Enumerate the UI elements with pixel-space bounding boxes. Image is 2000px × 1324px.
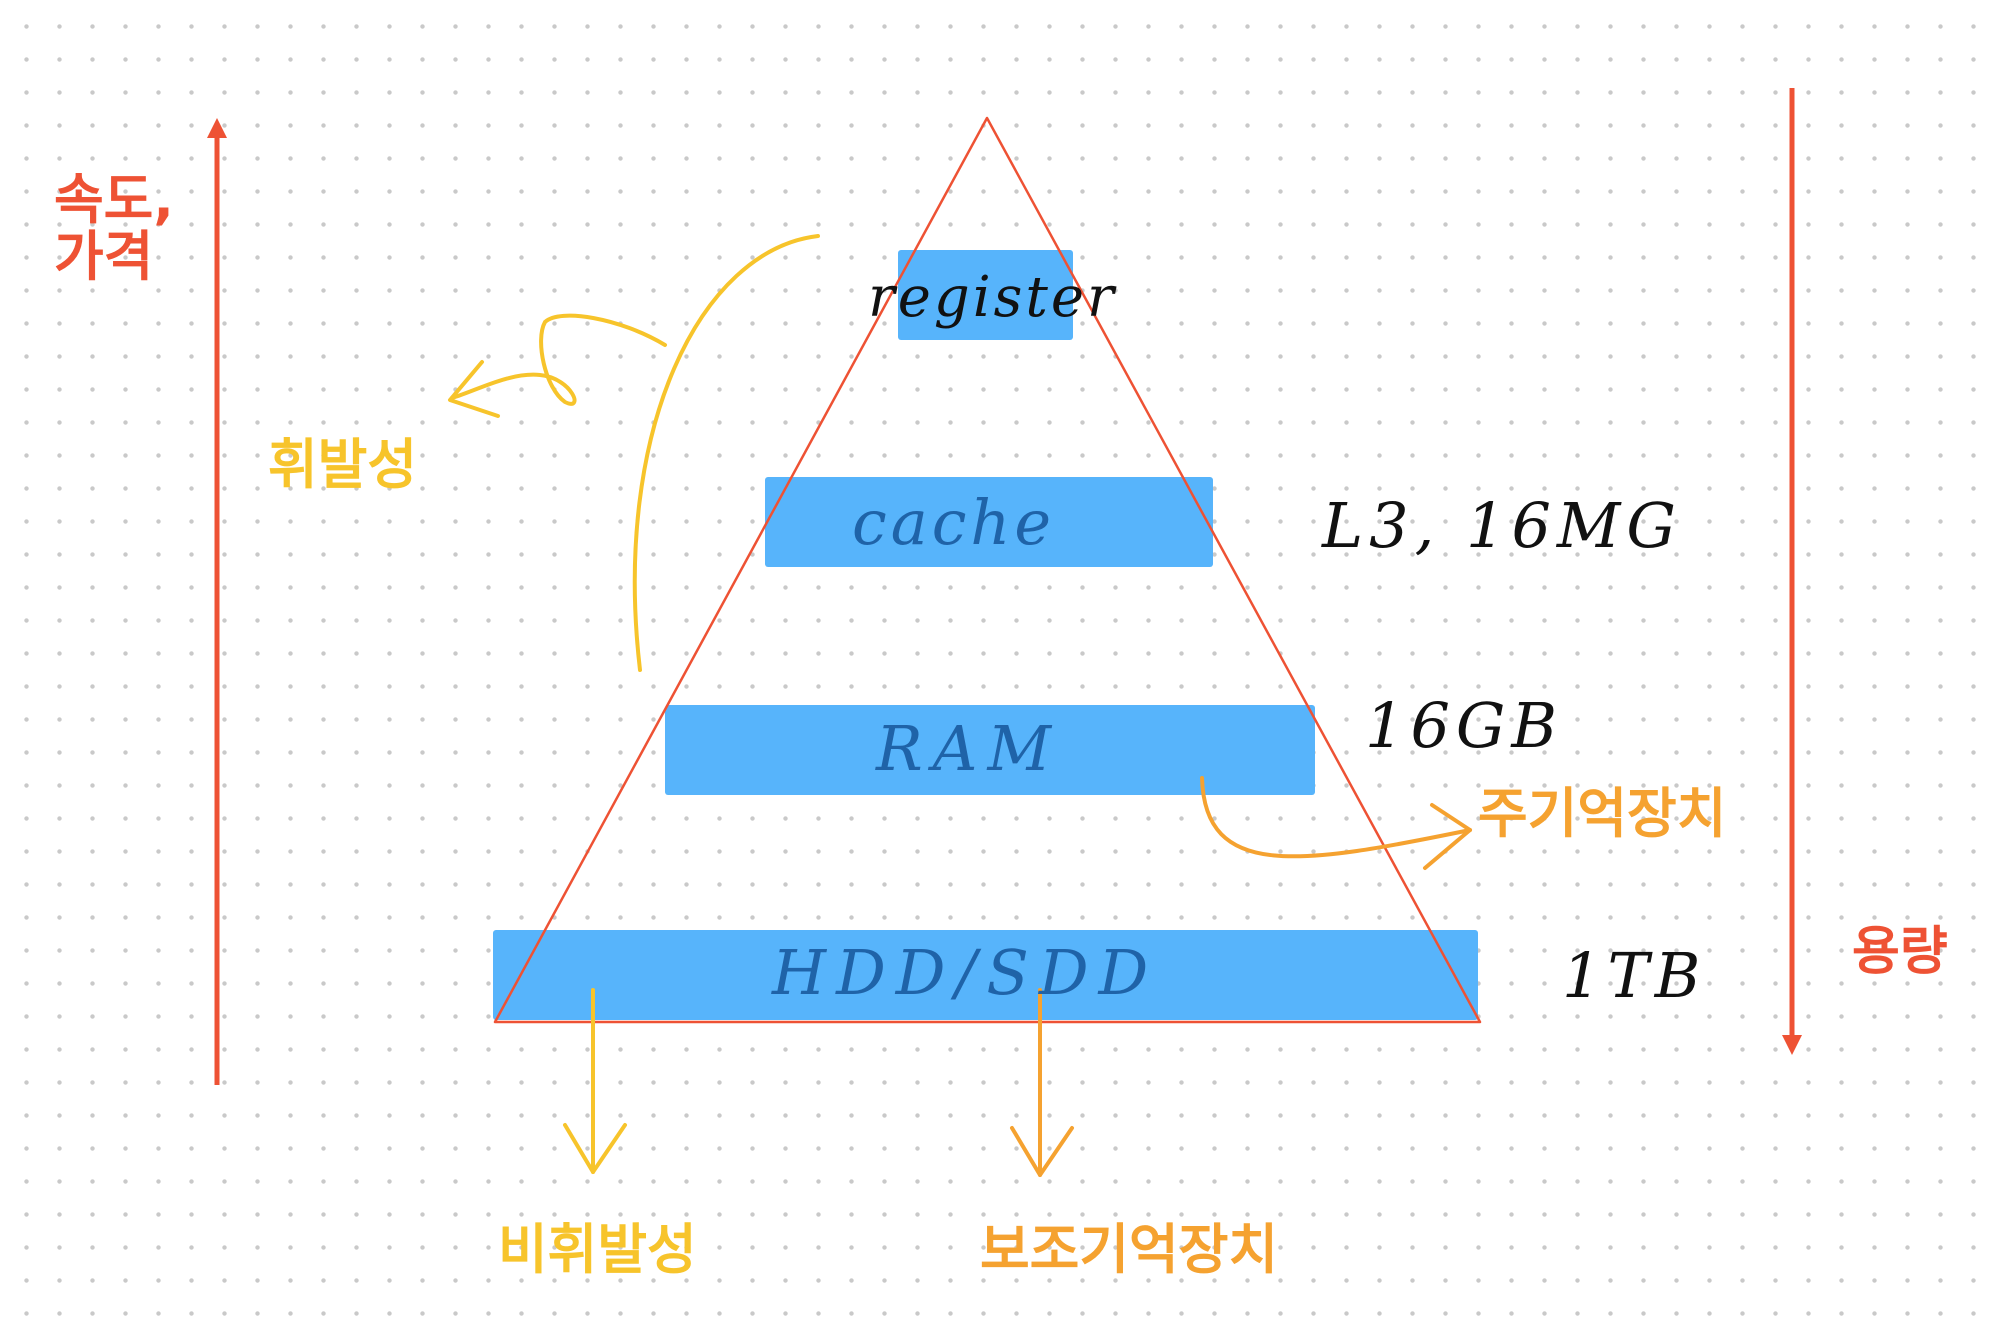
size-label-ram: 16GB <box>1365 689 1563 762</box>
main-memory-label: 주기억장치 <box>1478 782 1727 845</box>
secondary-storage-arrowhead <box>1010 1126 1074 1177</box>
non-volatile-arrowhead <box>563 1123 627 1174</box>
tier-label-register: register <box>868 265 1117 330</box>
tier-bar-ram <box>665 705 1315 795</box>
volatile-arrow <box>450 313 667 406</box>
main-memory-arrow <box>1200 776 1472 859</box>
tier-label-ram: RAM <box>876 712 1061 785</box>
volatile-label: 휘발성 <box>268 433 418 496</box>
secondary-storage-label: 보조기억장치 <box>980 1218 1279 1281</box>
tier-bar-cache <box>765 477 1213 567</box>
size-label-hdd-sdd: 1TB <box>1562 939 1707 1012</box>
tier-label-hdd-sdd: HDD/SDD <box>772 936 1159 1009</box>
non-volatile-label: 비휘발성 <box>498 1218 697 1281</box>
speed-cost-label: 속도, 가격 <box>54 168 174 288</box>
main-memory-arrowhead <box>1423 803 1472 870</box>
capacity-label: 용량 <box>1852 922 1948 982</box>
tier-bar-hdd-sdd <box>493 930 1478 1020</box>
volatile-arrowhead <box>448 360 500 418</box>
volatile-brace <box>632 234 820 672</box>
size-label-cache: L3, 16MG <box>1322 489 1682 562</box>
pyramid-outline <box>493 116 1482 1024</box>
tier-label-cache: cache <box>852 486 1056 559</box>
tier-bar-register <box>898 250 1073 340</box>
